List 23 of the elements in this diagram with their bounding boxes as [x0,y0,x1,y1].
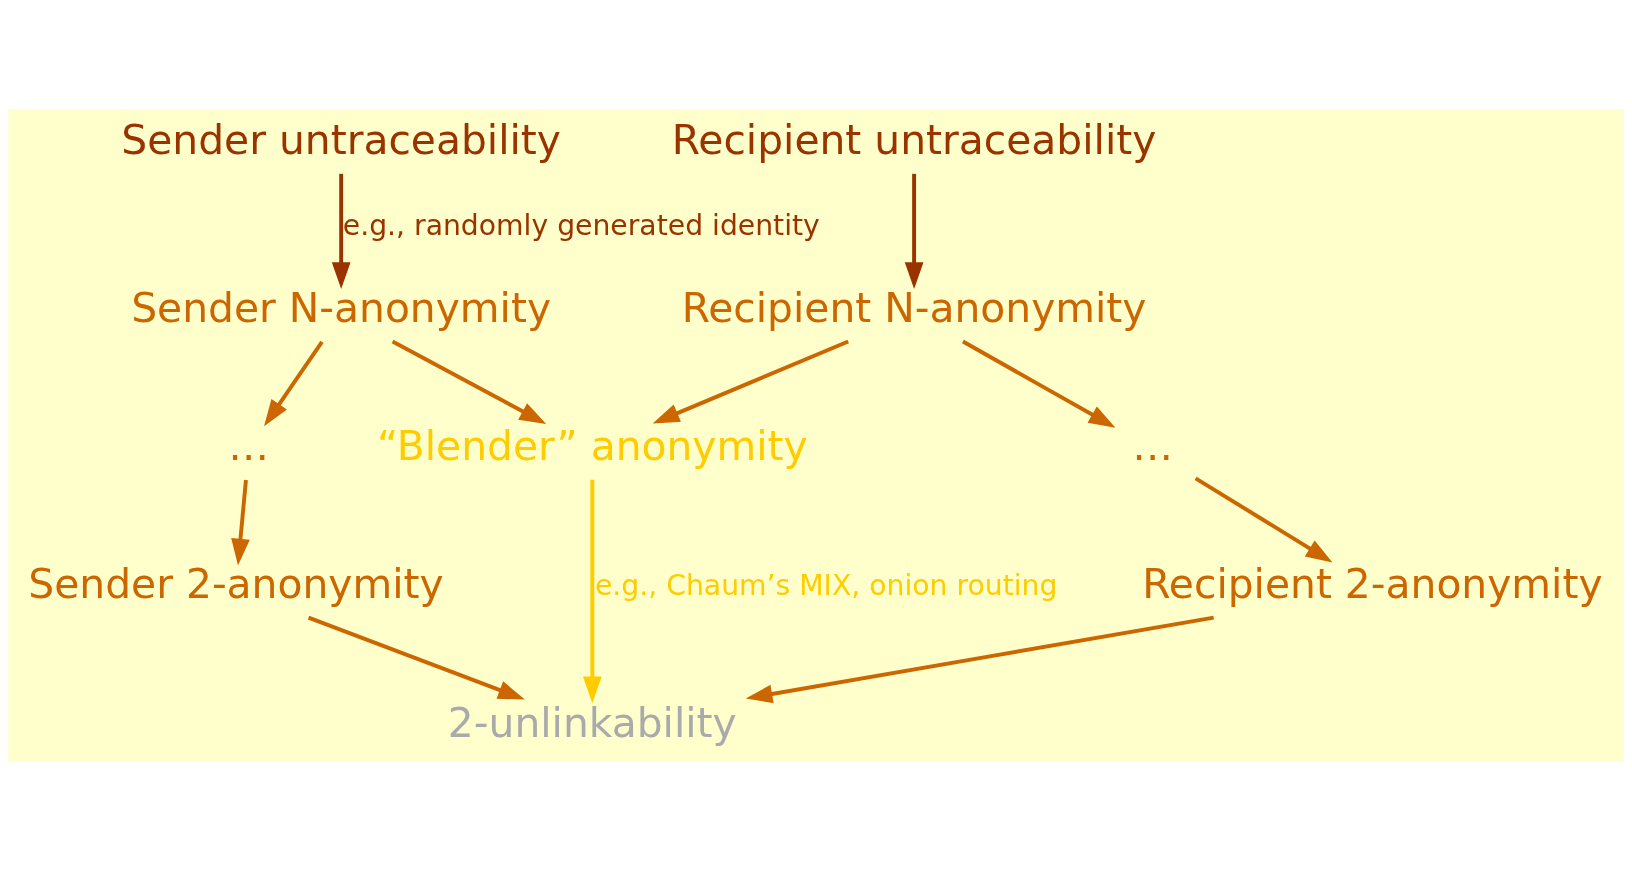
arrow [904,173,924,289]
edge-label: e.g., randomly generated identity [342,208,820,242]
arrow [745,615,1214,703]
arrow [962,339,1116,428]
node-text: Recipient untraceability [671,115,1157,164]
arrow [231,479,250,565]
arrow [1194,476,1333,562]
edge-label: e.g., Chaum’s MIX, onion routing [594,568,1058,602]
node-text: Sender 2-anonymity [28,559,444,608]
arrow [264,340,324,426]
node-text: 2-unlinkability [447,698,737,747]
node-text: Recipient 2-anonymity [1142,559,1603,608]
arrow [652,339,849,424]
node-text: Recipient N-anonymity [681,283,1147,332]
arrow [331,173,351,289]
node-text: “Blender” anonymity [376,421,808,470]
node-text: … [228,421,269,470]
node-text: … [1132,421,1174,470]
arrow [391,339,547,424]
arrow [307,615,525,700]
node-text: Sender N-anonymity [131,283,552,332]
node-text: Sender untraceability [121,115,561,164]
arrow [582,479,602,703]
